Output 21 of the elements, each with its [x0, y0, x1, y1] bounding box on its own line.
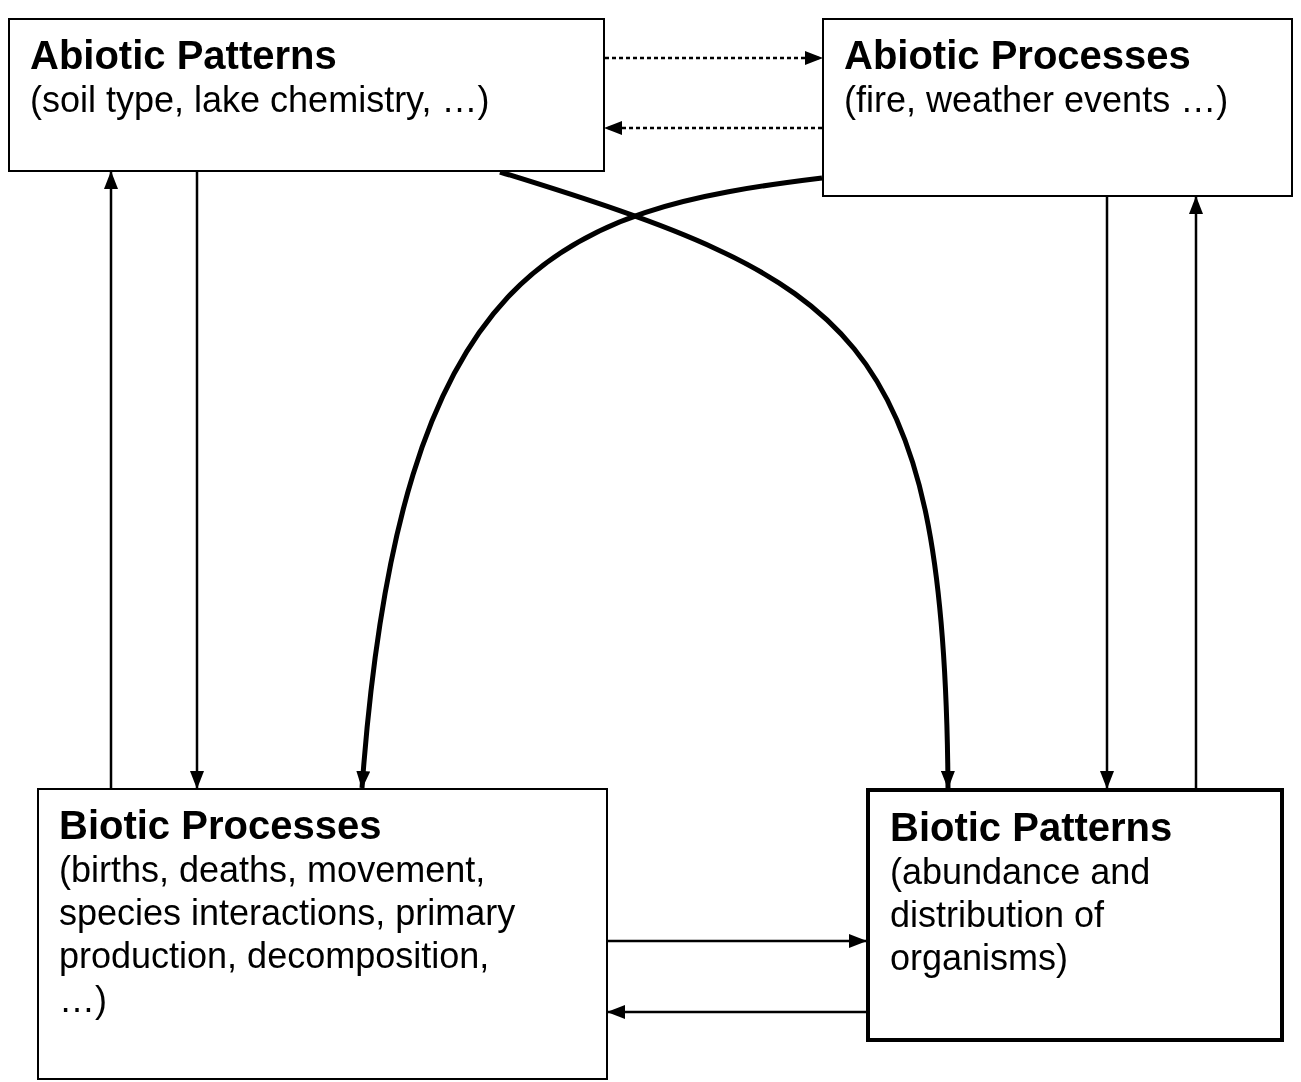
box-heading: Biotic Patterns	[890, 804, 1174, 850]
box-heading: Abiotic Processes	[844, 32, 1192, 78]
arrow	[607, 1005, 866, 1019]
arrow	[1100, 197, 1114, 789]
box-description: (soil type, lake chemistry, …)	[30, 78, 491, 122]
text-box	[866, 788, 1284, 1042]
arrow	[604, 121, 822, 135]
text-box	[822, 18, 1293, 197]
box-description: (births, deaths, movement, species interactions, primary production, decomposition, …)	[59, 848, 517, 1021]
arrow	[1189, 196, 1203, 788]
arrow	[104, 171, 118, 788]
box-description: (abundance and distribution of organisms)	[890, 850, 1152, 980]
arrow	[608, 934, 867, 948]
box-heading: Abiotic Patterns	[30, 32, 338, 78]
text-box	[37, 788, 608, 1080]
box-heading: Biotic Processes	[59, 802, 383, 848]
arrow	[190, 172, 204, 789]
text-box	[8, 18, 605, 172]
box-description: (fire, weather events …)	[844, 78, 1230, 122]
arrow	[605, 51, 823, 65]
arrow	[356, 175, 823, 789]
